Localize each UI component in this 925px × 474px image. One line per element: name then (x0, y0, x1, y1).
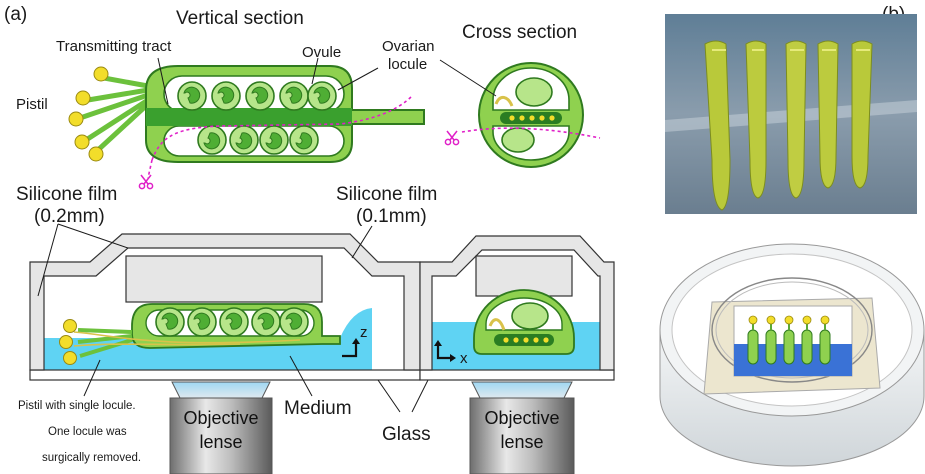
axis-z-label: z (360, 324, 368, 341)
silicone-film-left-line1: Silicone film (16, 184, 117, 205)
glass-label: Glass (382, 424, 431, 445)
silicone-film-right-line1: Silicone film (336, 184, 437, 205)
ovarian-locule-label-line1: Ovarian (382, 38, 435, 55)
pistils-photo (665, 14, 917, 214)
note-line3: surgically removed. (42, 452, 141, 464)
note-line2: One locule was (48, 426, 127, 438)
chamber-vertical-view (29, 223, 429, 413)
panel-a-label: (a) (4, 4, 27, 25)
silicone-film-right-line2: (0.1mm) (356, 206, 427, 227)
silicone-film-left-line2: (0.2mm) (34, 206, 105, 227)
ovarian-locule-label-line2: locule (388, 56, 427, 73)
ovule-label: Ovule (302, 44, 341, 61)
objective-lens-right: Objective lense (469, 381, 575, 474)
pistil-label: Pistil (16, 96, 48, 113)
note-line1: Pistil with single locule. (18, 400, 136, 412)
cross-section-diagram (439, 59, 601, 168)
objective-right-line1: Objective (484, 408, 559, 428)
transmitting-tract-label: Transmitting tract (56, 38, 172, 55)
stigma (68, 66, 150, 162)
objective-left-line1: Objective (183, 408, 258, 428)
objective-right-line2: lense (500, 432, 543, 452)
medium-label: Medium (284, 398, 352, 419)
axis-x-label: x (460, 350, 468, 367)
scissor-icon-cross (444, 130, 460, 146)
scissor-icon (138, 174, 154, 190)
dish-illustration (659, 243, 925, 467)
objective-left-line2: lense (199, 432, 242, 452)
cross-section-title: Cross section (462, 22, 577, 43)
vertical-section-diagram (68, 57, 425, 190)
objective-lens-left: Objective lense (169, 381, 273, 474)
chamber-cross-view (419, 235, 615, 381)
vertical-section-title: Vertical section (176, 8, 304, 29)
